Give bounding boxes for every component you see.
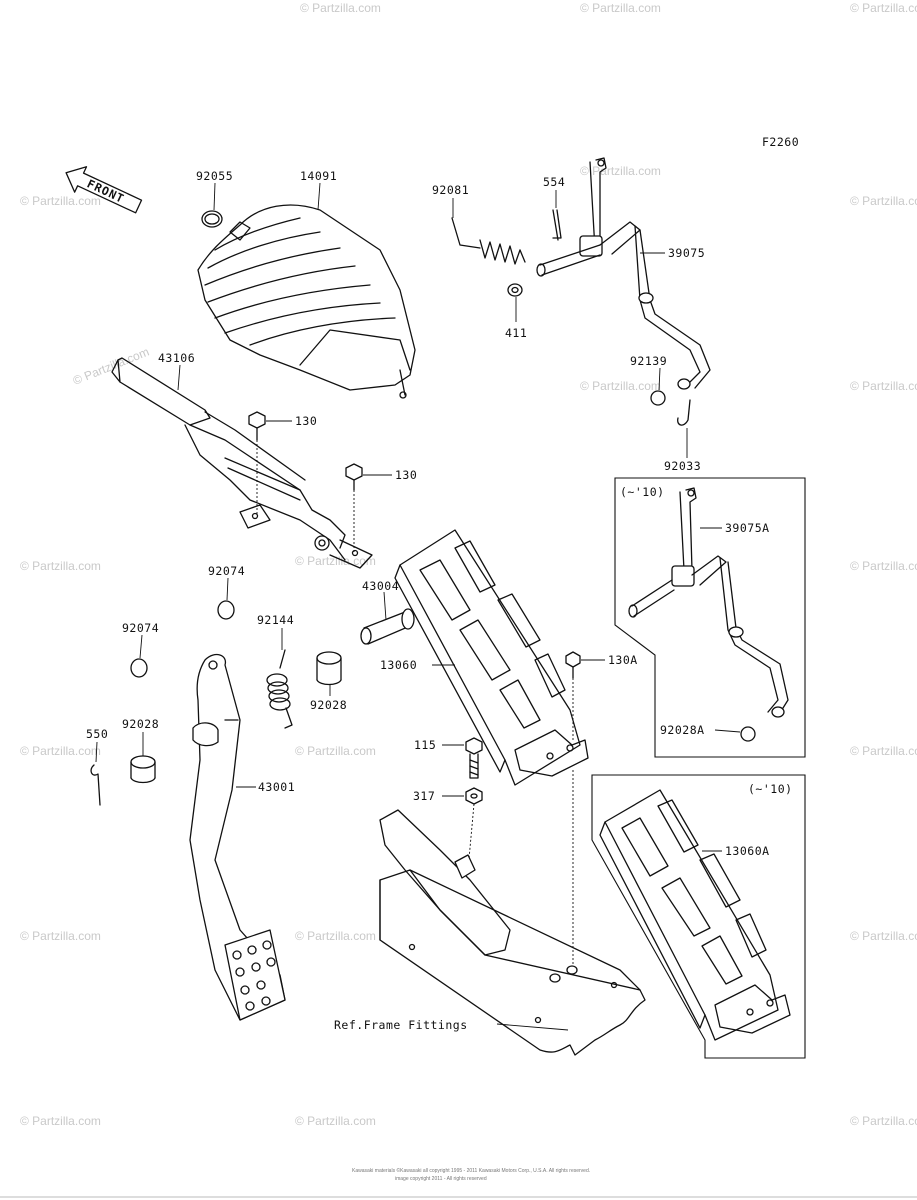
footer-copyright-2: image copyright 2011 - All rights reserv… [395,1176,487,1182]
callout-92139: 92139 [630,354,667,368]
watermark: © Partzilla.com [300,1,381,15]
front-arrow-icon: FRONT [65,166,143,214]
spring-92081 [451,217,526,265]
watermark: © Partzilla.com [20,929,101,943]
watermark: © Partzilla.com [295,554,376,568]
callout-130A: 130A [608,653,638,667]
bushing-92028-lower [130,755,156,784]
callout-550: 550 [86,727,108,741]
pedal-pad-13060 [394,529,589,786]
watermark: © Partzilla.com [295,1114,376,1128]
nut-317 [465,787,483,871]
callout-92055: 92055 [196,169,233,183]
bushing-92139 [650,390,666,406]
callout-92144: 92144 [257,613,294,627]
watermark: © Partzilla.com [850,559,917,573]
bolt-115 [465,737,483,779]
watermark: © Partzilla.com [580,379,661,393]
callout-130-lower: 130 [395,468,417,482]
callout-39075A: 39075A [725,521,770,535]
inset-rod-box: (~'10) 39075A 92028A [614,477,806,758]
watermark: © Partzilla.com [20,559,101,573]
callout-43106: 43106 [158,351,195,365]
cap-92074-upper [217,600,235,620]
watermark: © Partzilla.com [850,1114,917,1128]
watermark: © Partzilla.com [295,929,376,943]
watermark: © Partzilla.com [20,194,101,208]
watermark: © Partzilla.com [850,194,917,208]
frame-fittings [379,809,646,1056]
shaft-43004 [360,608,415,645]
callout-13060: 13060 [380,658,417,672]
callout-13060A: 13060A [725,844,770,858]
callout-92074-lower: 92074 [122,621,159,635]
footer-copyright: Kawasaki materials ©Kawasaki all copyrig… [352,1167,590,1174]
callout-39075: 39075 [668,246,705,260]
callout-92028A: 92028A [660,723,705,737]
callout-ref-frame-fittings: Ref.Frame Fittings [334,1018,468,1032]
callout-43001: 43001 [258,780,295,794]
callout-92081: 92081 [432,183,469,197]
bolt-130A [565,651,581,965]
callout-115: 115 [414,738,436,752]
callout-14091: 14091 [300,169,337,183]
watermark: © Partzilla.com [850,379,917,393]
pedal-arm-43001 [189,653,286,1021]
boot-assembly [197,204,416,399]
callout-317: 317 [413,789,435,803]
inset-rod-note: (~'10) [620,485,665,499]
watermark: © Partzilla.com [20,744,101,758]
bushing-92028-upper [316,651,342,686]
callout-92033: 92033 [664,459,701,473]
watermark: © Partzilla.com [580,164,661,178]
watermark: © Partzilla.com [850,929,917,943]
diagram-code: F2260 [762,135,799,149]
rod-39075 [536,157,711,390]
pedal-pad-13060A [599,789,791,1041]
callout-411: 411 [505,326,527,340]
watermark: © Partzilla.com [850,744,917,758]
inset-pedal-box: (~'10) 13060A [591,774,806,1059]
lever-43106 [111,357,373,569]
watermark: © Partzilla.com [20,1114,101,1128]
callout-92074-upper: 92074 [208,564,245,578]
spring-92144 [266,649,293,729]
watermark: © Partzilla.com [580,1,661,15]
watermark: © Partzilla.com [850,1,917,15]
callout-554: 554 [543,175,565,189]
callout-43004: 43004 [362,579,399,593]
callout-92028-upper: 92028 [310,698,347,712]
cotter-pin-550 [90,764,101,806]
bolt-130-lower [345,463,363,552]
bolt-130-upper [248,411,266,515]
watermark-vertical: © Partzilla.com [71,345,151,388]
watermark: © Partzilla.com [295,744,376,758]
cotter-pin-554 [552,209,562,241]
inset-pedal-note: (~'10) [748,782,793,796]
clip-92033 [677,399,691,426]
callout-130-upper: 130 [295,414,317,428]
washer-411 [507,283,523,297]
rod-39075A [628,487,789,742]
callout-92028-lower: 92028 [122,717,159,731]
watermark-layer: © Partzilla.com © Partzilla.com © Partzi… [20,1,917,1128]
cap-92074-lower [130,658,148,678]
